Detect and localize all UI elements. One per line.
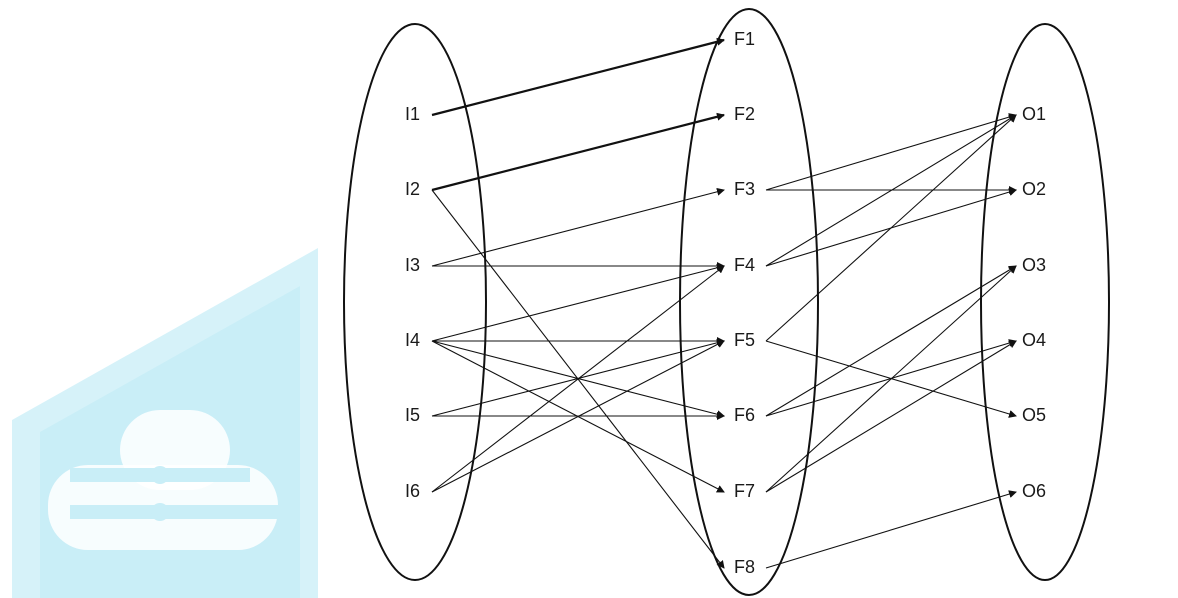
node-label-f6: F6 [734,405,755,425]
node-label-f7: F7 [734,481,755,501]
edge-i2-f2 [431,112,725,192]
node-label-o3: O3 [1022,255,1046,275]
node-label-f2: F2 [734,104,755,124]
set-ellipse-outputs [980,23,1110,581]
node-label-i4: I4 [405,330,420,350]
node-label-f5: F5 [734,330,755,350]
node-label-o2: O2 [1022,179,1046,199]
edge-f3-o1 [765,113,1017,191]
node-label-i1: I1 [405,104,420,124]
set-ellipse-functions [679,8,819,596]
node-label-o5: O5 [1022,405,1046,425]
edge-i4-f4 [431,263,725,342]
edge-f6-o3 [765,265,1017,417]
edge-i1-f1 [431,37,725,117]
edge-f4-o1 [765,114,1017,267]
node-label-f8: F8 [734,557,755,577]
node-label-f3: F3 [734,179,755,199]
node-label-i6: I6 [405,481,420,501]
edge-i6-f5 [431,340,725,493]
node-label-i3: I3 [405,255,420,275]
node-label-o4: O4 [1022,330,1046,350]
set-ellipse-inputs [343,23,487,581]
node-label-i5: I5 [405,405,420,425]
edge-f7-o4 [765,340,1017,493]
node-label-i2: I2 [405,179,420,199]
watermark-logo [12,248,318,598]
edge-f8-o6 [765,490,1017,569]
node-label-o6: O6 [1022,481,1046,501]
node-label-f1: F1 [734,29,755,49]
edge-i3-f3 [431,187,725,267]
edge-f5-o1 [765,114,1017,342]
edge-i6-f4 [431,265,725,493]
node-label-o1: O1 [1022,104,1046,124]
edge-f7-o3 [765,265,1017,493]
node-label-f4: F4 [734,255,755,275]
